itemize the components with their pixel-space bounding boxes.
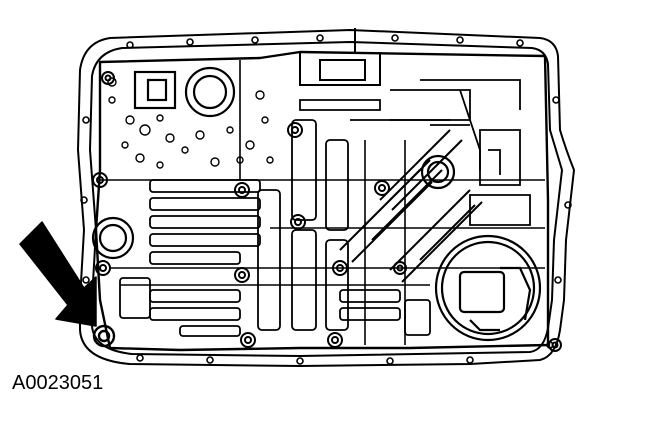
figure-reference-code: A0023051 [12,372,104,394]
retaining-bolts [92,71,562,352]
passage-holes [107,77,274,169]
upper-casting [299,28,381,86]
gasket-holes [80,34,572,365]
lower-valves [119,277,431,336]
bolt-lower-left [92,324,116,348]
valve-bores [149,179,261,337]
arrow-icon [19,221,97,327]
vertical-bores [257,119,349,331]
filter-ports [91,66,456,260]
upper-right-passages [299,79,531,226]
diagonal-ribs [339,129,483,283]
accumulator-assembly [434,234,542,342]
valve-body-plate [94,50,550,352]
